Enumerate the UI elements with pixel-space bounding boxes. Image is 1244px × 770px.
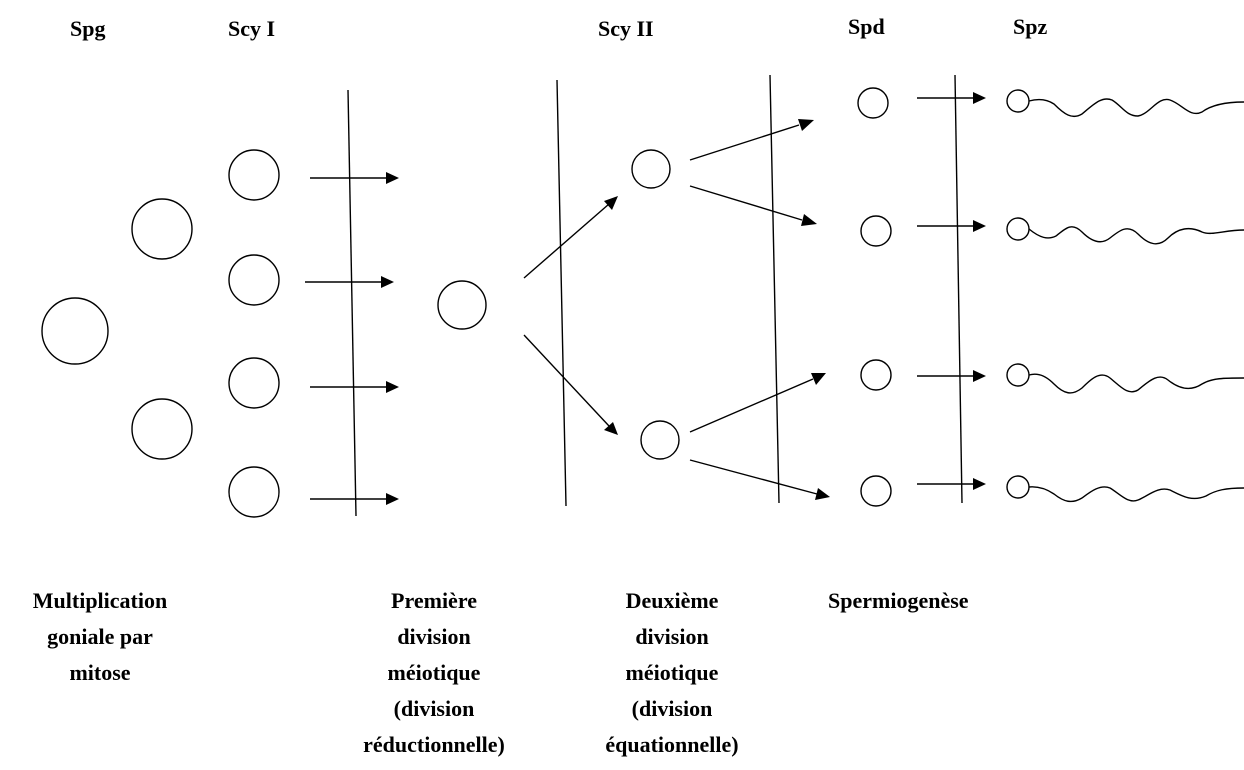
caption-line: méiotique xyxy=(625,660,719,685)
divider-line xyxy=(556,79,567,507)
caption-spermiogenese: Spermiogenèse xyxy=(828,583,1012,619)
arrow xyxy=(523,203,610,279)
caption-line: goniale par xyxy=(47,624,153,649)
divider-line xyxy=(954,74,963,504)
caption-line: (division xyxy=(393,696,475,721)
header-spg: Spg xyxy=(70,16,106,41)
arrowhead xyxy=(973,478,986,490)
caption-line: mitose xyxy=(69,660,131,685)
arrowhead xyxy=(386,381,399,393)
caption-multiplication: Multiplication goniale par mitose xyxy=(4,583,196,691)
caption-deuxieme-division: Deuxième division méiotique (division éq… xyxy=(580,583,764,763)
spermatozoon-tail xyxy=(1028,98,1244,118)
arrowhead xyxy=(798,119,814,131)
divider-line xyxy=(769,74,780,504)
arrow xyxy=(689,459,818,495)
spermatid-cell xyxy=(860,215,892,247)
arrowhead xyxy=(815,488,830,500)
spermatozoon-tail xyxy=(1028,373,1244,394)
secondary-spermatocyte-cell xyxy=(631,149,671,189)
primary-spermatocyte-cell xyxy=(228,149,280,201)
arrowhead xyxy=(386,172,399,184)
arrowhead xyxy=(604,422,618,435)
caption-line: Deuxième xyxy=(625,588,719,613)
caption-line: Première xyxy=(391,588,477,613)
primary-spermatocyte-cell xyxy=(228,466,280,518)
arrowhead xyxy=(604,196,618,210)
spermatogonium-cell xyxy=(41,297,109,365)
spermatozoon-tail xyxy=(1028,226,1244,245)
arrow xyxy=(689,378,814,433)
arrowhead xyxy=(386,493,399,505)
arrowhead xyxy=(973,370,986,382)
caption-line: division xyxy=(397,624,471,649)
arrowhead xyxy=(973,92,986,104)
spermatozoon-head xyxy=(1006,89,1030,113)
caption-line: Multiplication xyxy=(32,588,168,613)
caption-premiere-division: Première division méiotique (division ré… xyxy=(342,583,526,763)
spermatogonium-cell xyxy=(131,398,193,460)
caption-line: équationnelle) xyxy=(605,732,739,757)
header-spz: Spz xyxy=(1013,14,1048,39)
spermatogonium-cell xyxy=(131,198,193,260)
header-scy-ii: Scy II xyxy=(598,16,654,41)
caption-line: division xyxy=(635,624,709,649)
caption-line: (division xyxy=(631,696,713,721)
arrowhead xyxy=(801,214,817,226)
divider-line xyxy=(347,89,357,517)
spermatozoon-head xyxy=(1006,217,1030,241)
caption-line: méiotique xyxy=(387,660,481,685)
spermatid-cell xyxy=(860,475,892,507)
arrow xyxy=(689,124,800,161)
arrowhead xyxy=(973,220,986,232)
arrow xyxy=(689,185,803,221)
caption-line: Spermiogenèse xyxy=(828,588,969,613)
secondary-spermatocyte-cell xyxy=(640,420,680,460)
spermatid-cell xyxy=(857,87,889,119)
arrowhead xyxy=(811,373,826,385)
arrowhead xyxy=(381,276,394,288)
spermatocyte-cell xyxy=(437,280,487,330)
header-scy-i: Scy I xyxy=(228,16,276,41)
primary-spermatocyte-cell xyxy=(228,357,280,409)
spermatid-cell xyxy=(860,359,892,391)
arrow xyxy=(523,334,610,427)
spermatozoon-tail xyxy=(1028,486,1244,503)
caption-line: réductionnelle) xyxy=(363,732,505,757)
spermatozoon-head xyxy=(1006,475,1030,499)
header-spd: Spd xyxy=(848,14,885,39)
spermatozoon-head xyxy=(1006,363,1030,387)
primary-spermatocyte-cell xyxy=(228,254,280,306)
